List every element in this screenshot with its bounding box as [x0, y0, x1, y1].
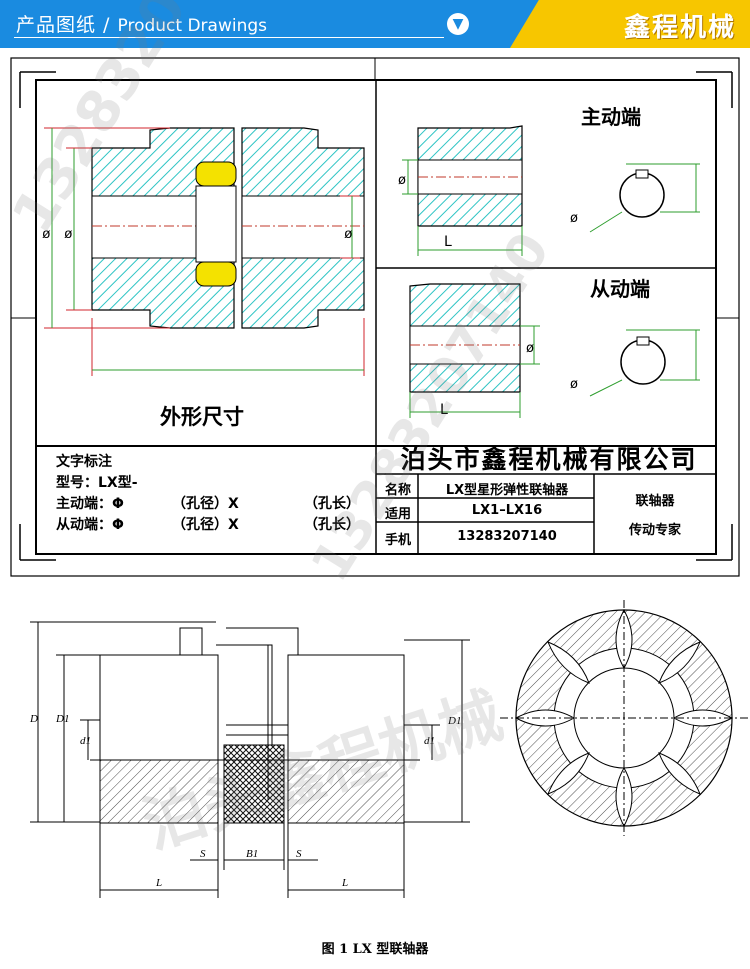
coupling-section-figure: [30, 621, 470, 898]
spec-phi: Φ: [112, 517, 124, 533]
driven-phi: ø: [526, 341, 534, 356]
phone-value: 13283207140: [457, 529, 557, 544]
assembly-dimensions: [44, 127, 365, 376]
title-underline: [14, 37, 444, 38]
driven-end-section: [409, 283, 700, 418]
brand-background: [510, 0, 750, 48]
driven-keyway-phi: ø: [570, 377, 578, 392]
coupling-end-view: [500, 600, 748, 836]
header-bar: 产品图纸 / Product Drawings ▼ 鑫程机械: [0, 0, 750, 48]
assembly-phi-label: ø: [42, 225, 51, 241]
dim-d1-right: d1: [424, 735, 435, 747]
dim-s-left: S: [200, 848, 206, 860]
name-value: LX型星形弹性联轴器: [445, 483, 569, 498]
driving-end-label: 主动端: [581, 105, 641, 129]
dim-D: D: [29, 713, 38, 725]
section-title: 产品图纸 / Product Drawings: [16, 10, 267, 37]
apply-label: 适用: [384, 507, 411, 522]
dim-D1: D1: [55, 713, 69, 725]
title-block-grid: [375, 446, 716, 554]
spec-bore-len: （孔长）: [304, 517, 360, 533]
dim-L-right: L: [341, 877, 348, 889]
driving-keyway-phi: ø: [570, 211, 578, 226]
spec-model: 型号：LX型-: [56, 475, 138, 491]
spec-driven-end: 从动端：Φ: [56, 515, 124, 536]
frame-corner-marks: [19, 71, 733, 561]
spec-title: 文字标注: [56, 454, 112, 470]
spec-bore-dia: （孔径）X: [172, 517, 239, 533]
section-title-en: Product Drawings: [117, 16, 268, 36]
chevron-down-icon[interactable]: ▼: [447, 13, 469, 35]
phone-label: 手机: [384, 533, 411, 548]
elastic-spider: [195, 161, 237, 287]
section-title-cn: 产品图纸: [16, 14, 97, 36]
spec-driven-label: 从动端：: [56, 517, 112, 533]
apply-value: LX1–LX16: [471, 503, 543, 518]
dim-d1: d1: [80, 735, 91, 747]
spec-bore-dia: （孔径）X: [172, 496, 239, 512]
spec-drive-end: 主动端：Φ: [56, 494, 124, 515]
driving-length-label: L: [444, 234, 452, 250]
dim-D1-right: D1: [447, 715, 461, 727]
engineering-drawing: ø ø ø 主动端 ø L ø 从动端 ø L ø 外形尺寸: [10, 57, 748, 898]
figure-caption: 图 1 LX 型联轴器: [321, 942, 429, 957]
driving-end-section: [402, 125, 700, 256]
spec-drive-label: 主动端：: [56, 496, 112, 512]
assembly-right-hub: [241, 127, 365, 329]
assembly-phi-label: ø: [344, 225, 353, 241]
spec-bore-len: （孔长）: [304, 496, 360, 512]
slogan: 传动专家: [628, 523, 681, 538]
driven-length-label: L: [440, 402, 448, 418]
dim-s-right: S: [296, 848, 302, 860]
driving-phi: ø: [398, 173, 406, 188]
product-type: 联轴器: [635, 494, 675, 509]
driven-end-label: 从动端: [590, 277, 650, 301]
brand-name: 鑫程机械: [623, 13, 736, 43]
assembly-phi-label: ø: [64, 225, 73, 241]
dim-b1: B1: [246, 848, 258, 860]
section-title-separator: /: [96, 14, 118, 36]
outline-dimension-label: 外形尺寸: [160, 405, 244, 429]
name-label: 名称: [384, 483, 411, 498]
spec-phi: Φ: [112, 496, 124, 512]
dim-L-left: L: [155, 877, 162, 889]
company-name: 泊头市鑫程机械有限公司: [400, 445, 698, 474]
